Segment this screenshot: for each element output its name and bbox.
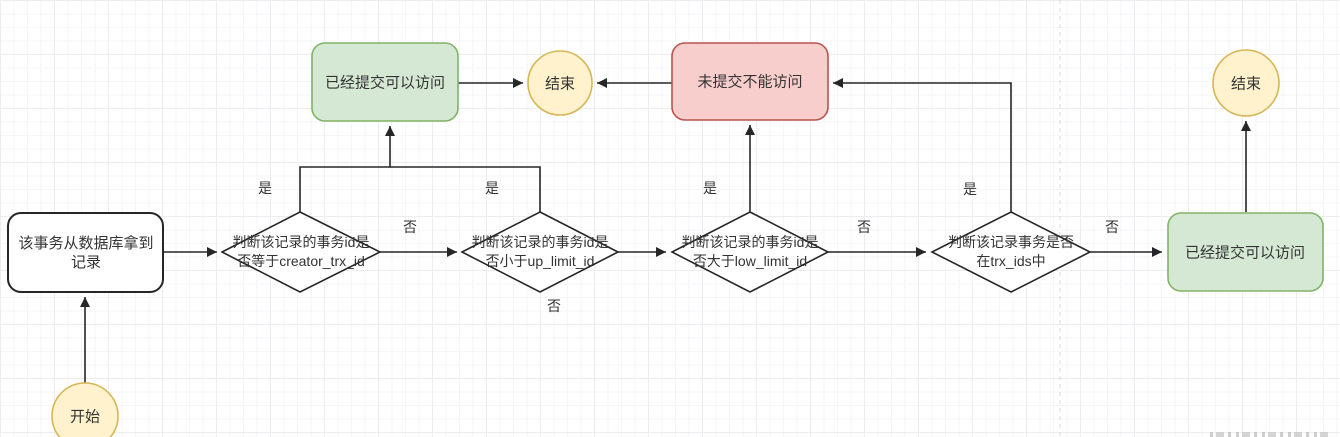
start-node-shape bbox=[51, 382, 119, 437]
committed-accessible-right-node-shape bbox=[1167, 212, 1324, 292]
clipped-watermark-artifact bbox=[1210, 432, 1332, 437]
edge-check-trx-ids-yes-to-not-committed bbox=[833, 78, 1012, 212]
check-up-limit-id-diamond bbox=[460, 211, 620, 293]
not-committed-node-shape bbox=[671, 42, 829, 121]
end-right-node-shape bbox=[1212, 49, 1280, 117]
committed-accessible-left-node-shape bbox=[311, 42, 459, 122]
end-left-node-shape bbox=[527, 50, 593, 116]
edge-check-creator-yes-to-committed-left bbox=[299, 126, 395, 212]
check-low-limit-id-diamond bbox=[670, 211, 830, 293]
check-creator-trx-id-diamond bbox=[220, 211, 382, 293]
fetch-record-node-shape bbox=[7, 212, 164, 293]
edge-check-up-limit-yes-merge bbox=[390, 166, 541, 212]
check-trx-ids-diamond bbox=[930, 211, 1092, 293]
